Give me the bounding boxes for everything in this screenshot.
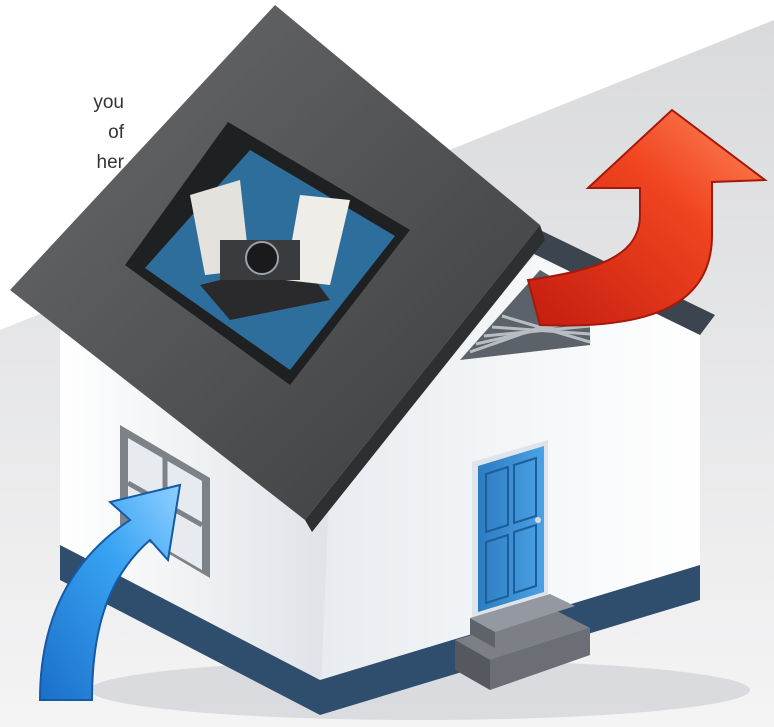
front-door-icon	[472, 440, 548, 618]
